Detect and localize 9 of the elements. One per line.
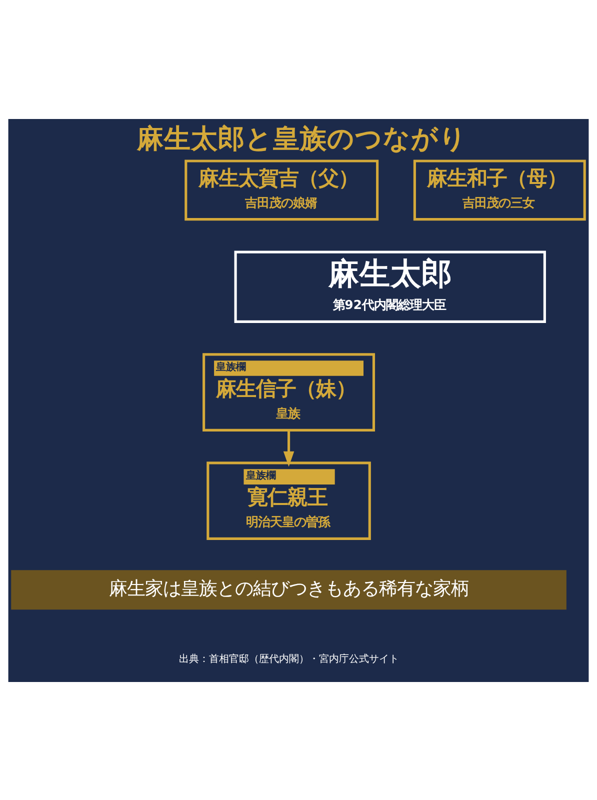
- node-box: 皇族欄 寛仁親王 明治天皇の曽孫: [206, 461, 371, 540]
- diagram-title: 麻生太郎と皇族のつながり: [136, 122, 467, 154]
- label: 麻生家は皇族との結びつきもある稀有な家柄: [108, 578, 469, 599]
- node-box: 皇族欄 麻生信子（妹） 皇族: [202, 352, 376, 431]
- label: 出典：首相官邸（歴代内閣）・宮内庁公式サイト: [178, 654, 399, 665]
- node-box: 麻生太郎 第92代内閣総理大臣: [234, 250, 546, 322]
- node-box: 麻生太賀吉（父） 吉田茂の娘婿: [184, 159, 379, 220]
- node-box: 麻生和子（母） 吉田茂の三女: [413, 159, 586, 220]
- arrow: [283, 430, 294, 466]
